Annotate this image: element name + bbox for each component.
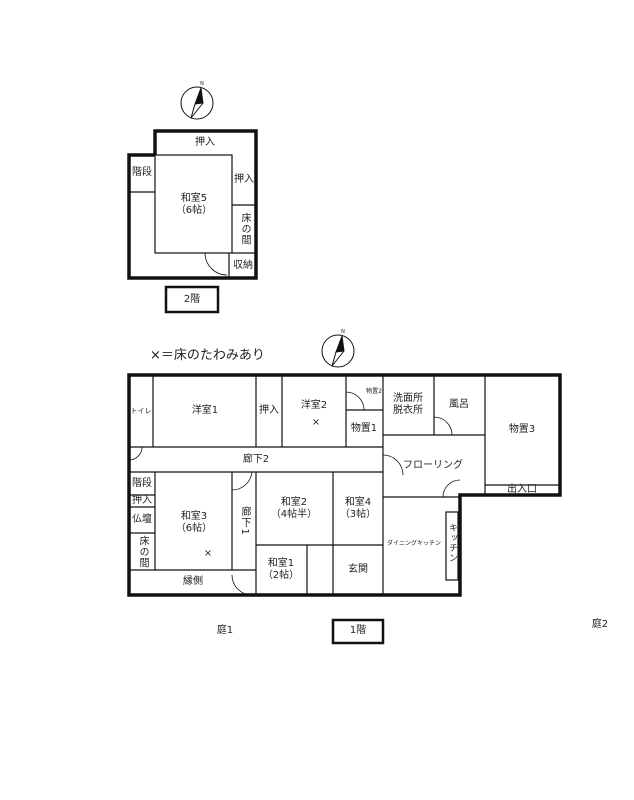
compass-icon — [180, 86, 355, 368]
room-washitsu2: 和室2 — [280, 497, 308, 508]
room-washitsu2-size: （4帖半） — [270, 509, 318, 520]
room-monooki2: 物置2 — [366, 388, 382, 395]
room-washitsu5-size: （6帖） — [175, 205, 213, 216]
room-datsuijo: 脱衣所 — [393, 405, 423, 416]
compass-north-label-2: N — [341, 329, 345, 335]
floor1-label: 1階 — [349, 625, 367, 636]
legend: ×＝床のたわみあり — [150, 348, 265, 363]
room-rouka1: 廊下1 — [239, 506, 250, 536]
compass-north-label: N — [200, 81, 204, 87]
garden-1: 庭1 — [216, 625, 234, 636]
room-washitsu1: 和室1 — [267, 558, 295, 569]
room-oshiire-right: 押入 — [234, 174, 254, 185]
room-flooring: フローリング — [403, 460, 463, 471]
room-genkan: 玄関 — [348, 564, 368, 575]
room-toilet: トイレ — [130, 407, 152, 415]
room-shuno: 収納 — [233, 260, 253, 271]
room-monooki1: 物置1 — [350, 423, 378, 434]
room-senmenjo: 洗面所 — [393, 393, 423, 404]
room-kaidan-1f: 階段 — [132, 478, 152, 489]
floor2-walls — [127, 129, 258, 314]
room-washitsu5: 和室5 — [180, 193, 208, 204]
room-washitsu3-size: （6帖） — [175, 523, 213, 534]
room-monooki3: 物置3 — [508, 424, 536, 435]
floor1-walls — [127, 373, 562, 645]
room-deiriguchi: 出入口 — [507, 484, 537, 495]
room-youshitsu1: 洋室1 — [191, 405, 219, 416]
room-kaidan: 階段 — [132, 167, 152, 178]
room-washitsu4-size: （3帖） — [339, 509, 377, 520]
sag-mark-2: × — [203, 548, 213, 559]
sag-mark: × — [311, 417, 321, 428]
room-washitsu1-size: （2帖） — [262, 570, 300, 581]
room-washitsu3: 和室3 — [180, 511, 208, 522]
room-oshiire2: 押入 — [132, 495, 152, 506]
room-tokonoma: 床の間 — [239, 212, 250, 246]
room-youshitsu2: 洋室2 — [300, 400, 328, 411]
floor2-label: 2階 — [183, 294, 201, 305]
room-furo: 風呂 — [449, 399, 469, 410]
room-oshiire: 押入 — [259, 405, 279, 416]
room-washitsu4: 和室4 — [344, 497, 372, 508]
room-rouka2: 廊下2 — [242, 454, 270, 465]
room-oshiire-top: 押入 — [195, 137, 215, 148]
room-butsudan: 仏壇 — [132, 514, 152, 525]
garden-2: 庭2 — [591, 619, 609, 630]
room-kitchen: キッチン — [447, 523, 457, 563]
room-tokonoma-1f: 床の間 — [137, 535, 148, 569]
room-engawa: 縁側 — [183, 576, 203, 587]
room-dining-kitchen: ダイニングキッチン — [386, 540, 442, 547]
